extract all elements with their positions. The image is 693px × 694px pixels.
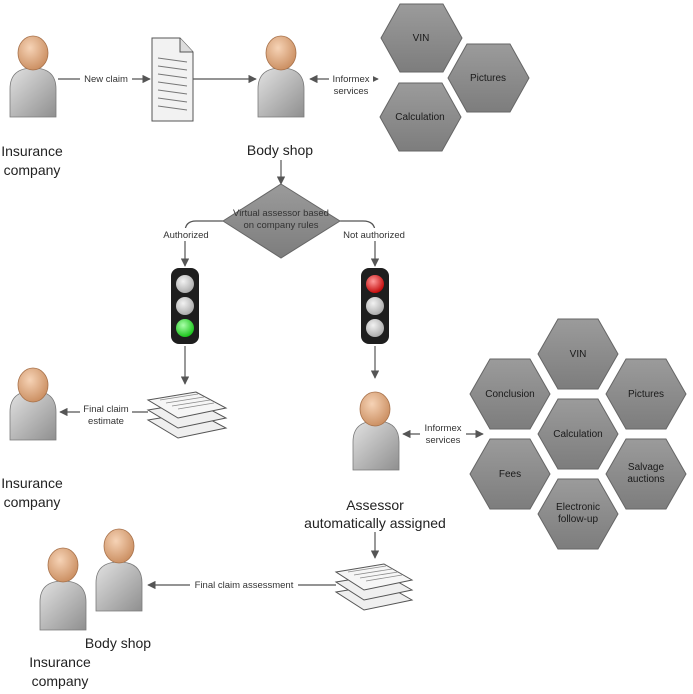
person-bodyshop-bottom-icon	[95, 528, 143, 612]
edge-label-final-assessment: Final claim assessment	[195, 580, 294, 591]
final-estimate-documents-icon	[146, 391, 228, 439]
svg-text:Pictures: Pictures	[470, 73, 506, 84]
svg-text:follow-up: follow-up	[558, 514, 598, 525]
svg-text:Electronic: Electronic	[556, 502, 600, 513]
assessor-label-1: Assessor	[346, 497, 404, 513]
edge-label-final-estimate-1: Final claim	[83, 404, 128, 415]
edge-label-authorized: Authorized	[163, 230, 208, 241]
traffic-light-red-icon	[361, 268, 389, 344]
edge-label-final-estimate-2: estimate	[88, 416, 124, 427]
edge-label-informex-mid-2: services	[426, 435, 461, 446]
edges: New claim Informex services Authorized N…	[58, 72, 484, 591]
edge-label-informex-top-2: services	[334, 86, 369, 97]
traffic-light-green-icon	[171, 268, 199, 344]
hex-calculation-top: Calculation	[379, 82, 462, 152]
edge-authorized	[180, 220, 223, 267]
services-cluster-top: VIN Pictures Calculation	[379, 3, 530, 152]
edge-label-new-claim: New claim	[84, 74, 128, 85]
svg-text:auctions: auctions	[627, 474, 664, 485]
edge-label-not-authorized: Not authorized	[343, 230, 405, 241]
svg-text:VIN: VIN	[413, 33, 430, 44]
services-cluster-mid: VIN Conclusion Pictures Calculation Fees…	[469, 318, 687, 550]
svg-text:Fees: Fees	[499, 469, 521, 480]
svg-text:Pictures: Pictures	[628, 389, 664, 400]
svg-text:Conclusion: Conclusion	[485, 389, 534, 400]
svg-text:VIN: VIN	[570, 349, 587, 360]
edge-label-informex-mid-1: Informex	[425, 423, 462, 434]
hex-pictures-mid: Pictures	[605, 358, 687, 430]
person-insurer-bottom-icon	[39, 547, 87, 631]
final-assessment-documents-icon	[334, 563, 414, 611]
hex-conclusion-mid: Conclusion	[469, 358, 551, 430]
hex-calculation-mid: Calculation	[537, 398, 619, 470]
decision-label-2: on company rules	[244, 220, 319, 231]
new-claim-document-icon	[151, 37, 194, 122]
edge-not-authorized	[340, 220, 380, 267]
decision-virtual-assessor: Virtual assessor based on company rules	[222, 183, 341, 259]
bodyshop-top-label: Body shop	[247, 142, 313, 158]
edge-label-informex-top-1: Informex	[333, 74, 370, 85]
decision-label-1: Virtual assessor based	[233, 208, 329, 219]
hex-fees-mid: Fees	[469, 438, 551, 510]
hex-vin-top: VIN	[380, 3, 463, 73]
bodyshop-bottom-label: Body shop	[85, 635, 151, 651]
svg-text:Salvage: Salvage	[628, 462, 665, 473]
hex-pictures-top: Pictures	[447, 43, 530, 113]
person-insurer-mid-icon	[9, 367, 57, 441]
person-assessor-icon	[352, 391, 400, 471]
assessor-label-2: automatically assigned	[304, 515, 446, 531]
hex-salvage-mid: Salvage auctions	[605, 438, 687, 510]
person-bodyshop-top-icon	[257, 35, 305, 118]
person-insurer-top-icon	[9, 35, 57, 118]
hex-followup-mid: Electronic follow-up	[537, 478, 619, 550]
svg-text:Calculation: Calculation	[395, 112, 444, 123]
hex-vin-mid: VIN	[537, 318, 619, 390]
svg-text:Calculation: Calculation	[553, 429, 602, 440]
